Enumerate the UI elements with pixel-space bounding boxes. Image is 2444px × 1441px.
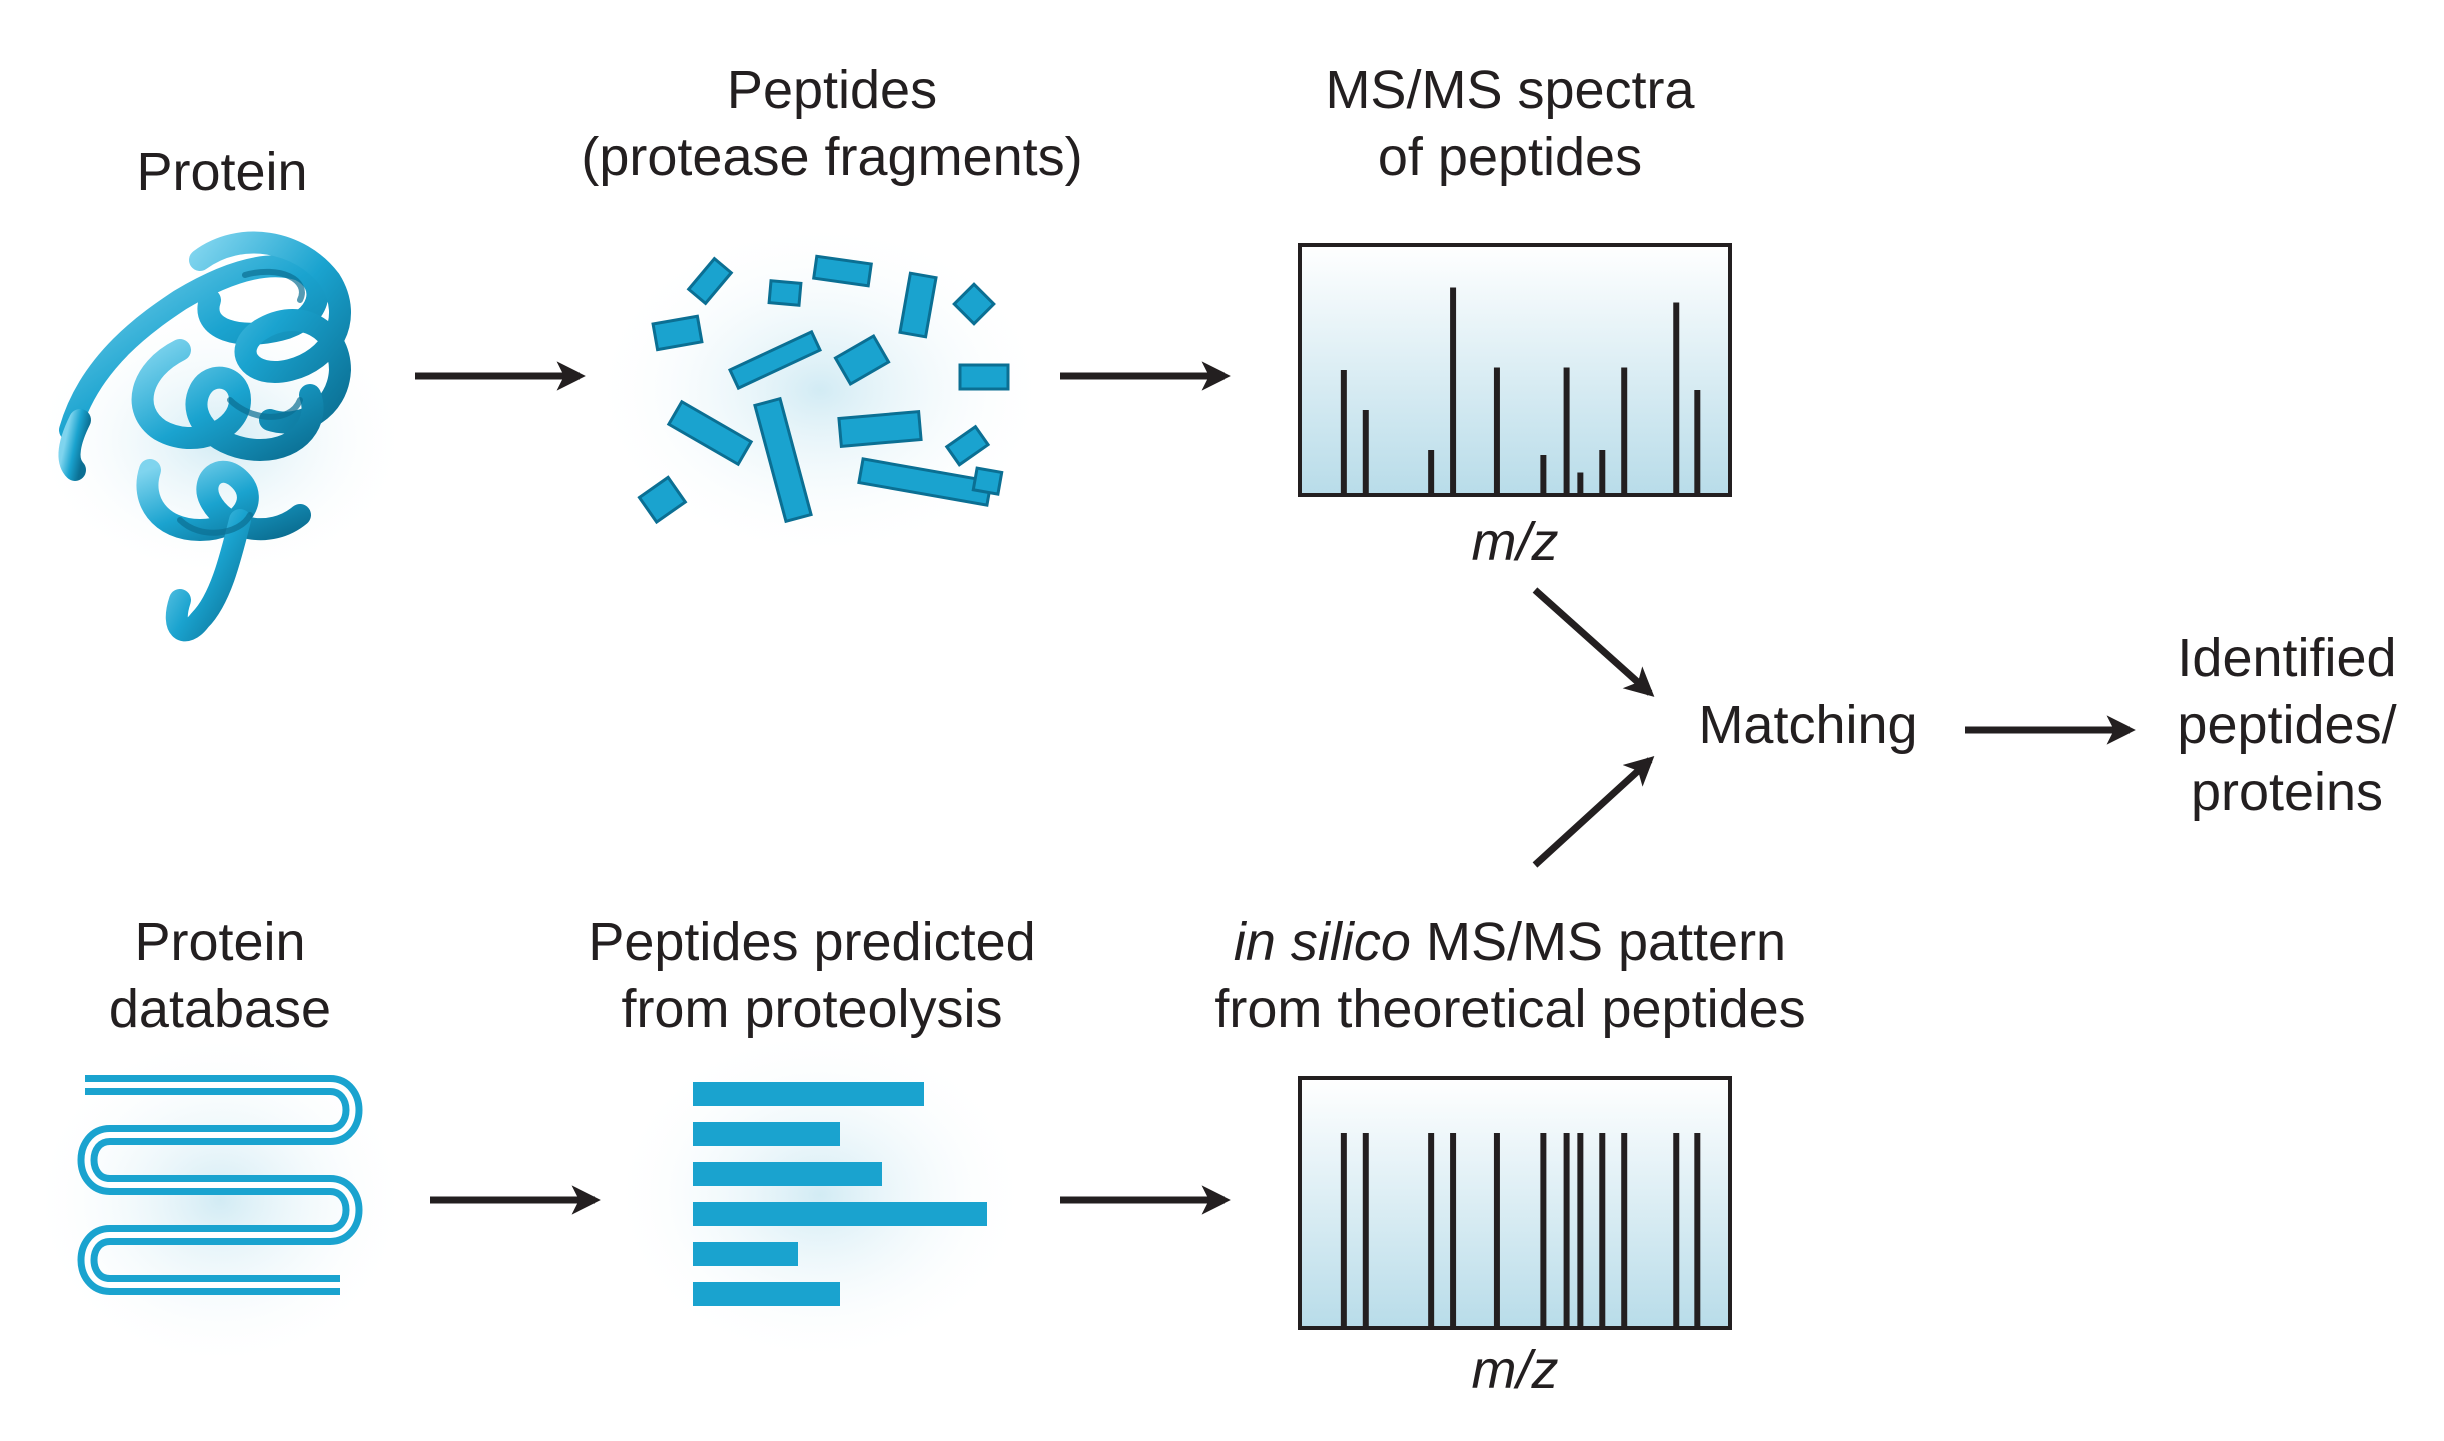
observed-msms-spectrum xyxy=(1298,243,1732,497)
identified-label-line1: Identified xyxy=(2177,628,2396,688)
peptides-label-line1: Peptides xyxy=(727,60,937,120)
identified-label-line3: proteins xyxy=(2191,762,2383,822)
predicted-peptides-illustration xyxy=(610,1025,1030,1365)
predicted-peptide-bar xyxy=(693,1122,840,1146)
peptides-label-line2: (protease fragments) xyxy=(581,127,1082,187)
predicted-peptide-bar xyxy=(693,1202,987,1226)
msms-label-line2: of peptides xyxy=(1378,127,1642,187)
database-label-line1: Protein xyxy=(134,912,305,972)
arrow-insilico-to-matching xyxy=(1532,756,1655,868)
peptide-fragments-illustration xyxy=(590,220,1050,560)
predicted-label-line1: Peptides predicted xyxy=(588,912,1035,972)
predicted-peptide-bar xyxy=(693,1082,924,1106)
insilico-italic-text: in silico xyxy=(1234,912,1411,972)
predicted-peptide-bar xyxy=(693,1242,798,1266)
identified-label-line2: peptides/ xyxy=(2177,695,2396,755)
predicted-peptide-bar xyxy=(693,1282,840,1306)
matching-label: Matching xyxy=(1698,695,1917,755)
arrow-spectra-to-matching xyxy=(1532,587,1655,697)
predicted-peptide-bar xyxy=(693,1162,882,1186)
axis-label-mz-top: m/z xyxy=(1472,512,1559,572)
theoretical-msms-spectrum xyxy=(1298,1076,1732,1330)
axis-label-mz-bottom: m/z xyxy=(1472,1340,1559,1400)
insilico-label-line1: in silico MS/MS pattern xyxy=(1234,912,1786,972)
protein-database-illustration xyxy=(30,1030,410,1370)
protein-label: Protein xyxy=(136,142,307,202)
database-label-line2: database xyxy=(109,979,331,1039)
protein-ribbon-illustration xyxy=(30,231,410,642)
spectrum-frame xyxy=(1298,243,1732,497)
insilico-rest-text: MS/MS pattern xyxy=(1411,912,1786,972)
msms-label-line1: MS/MS spectra xyxy=(1325,60,1695,120)
insilico-label-line2: from theoretical peptides xyxy=(1214,979,1805,1039)
spectrum-frame xyxy=(1298,1076,1732,1330)
